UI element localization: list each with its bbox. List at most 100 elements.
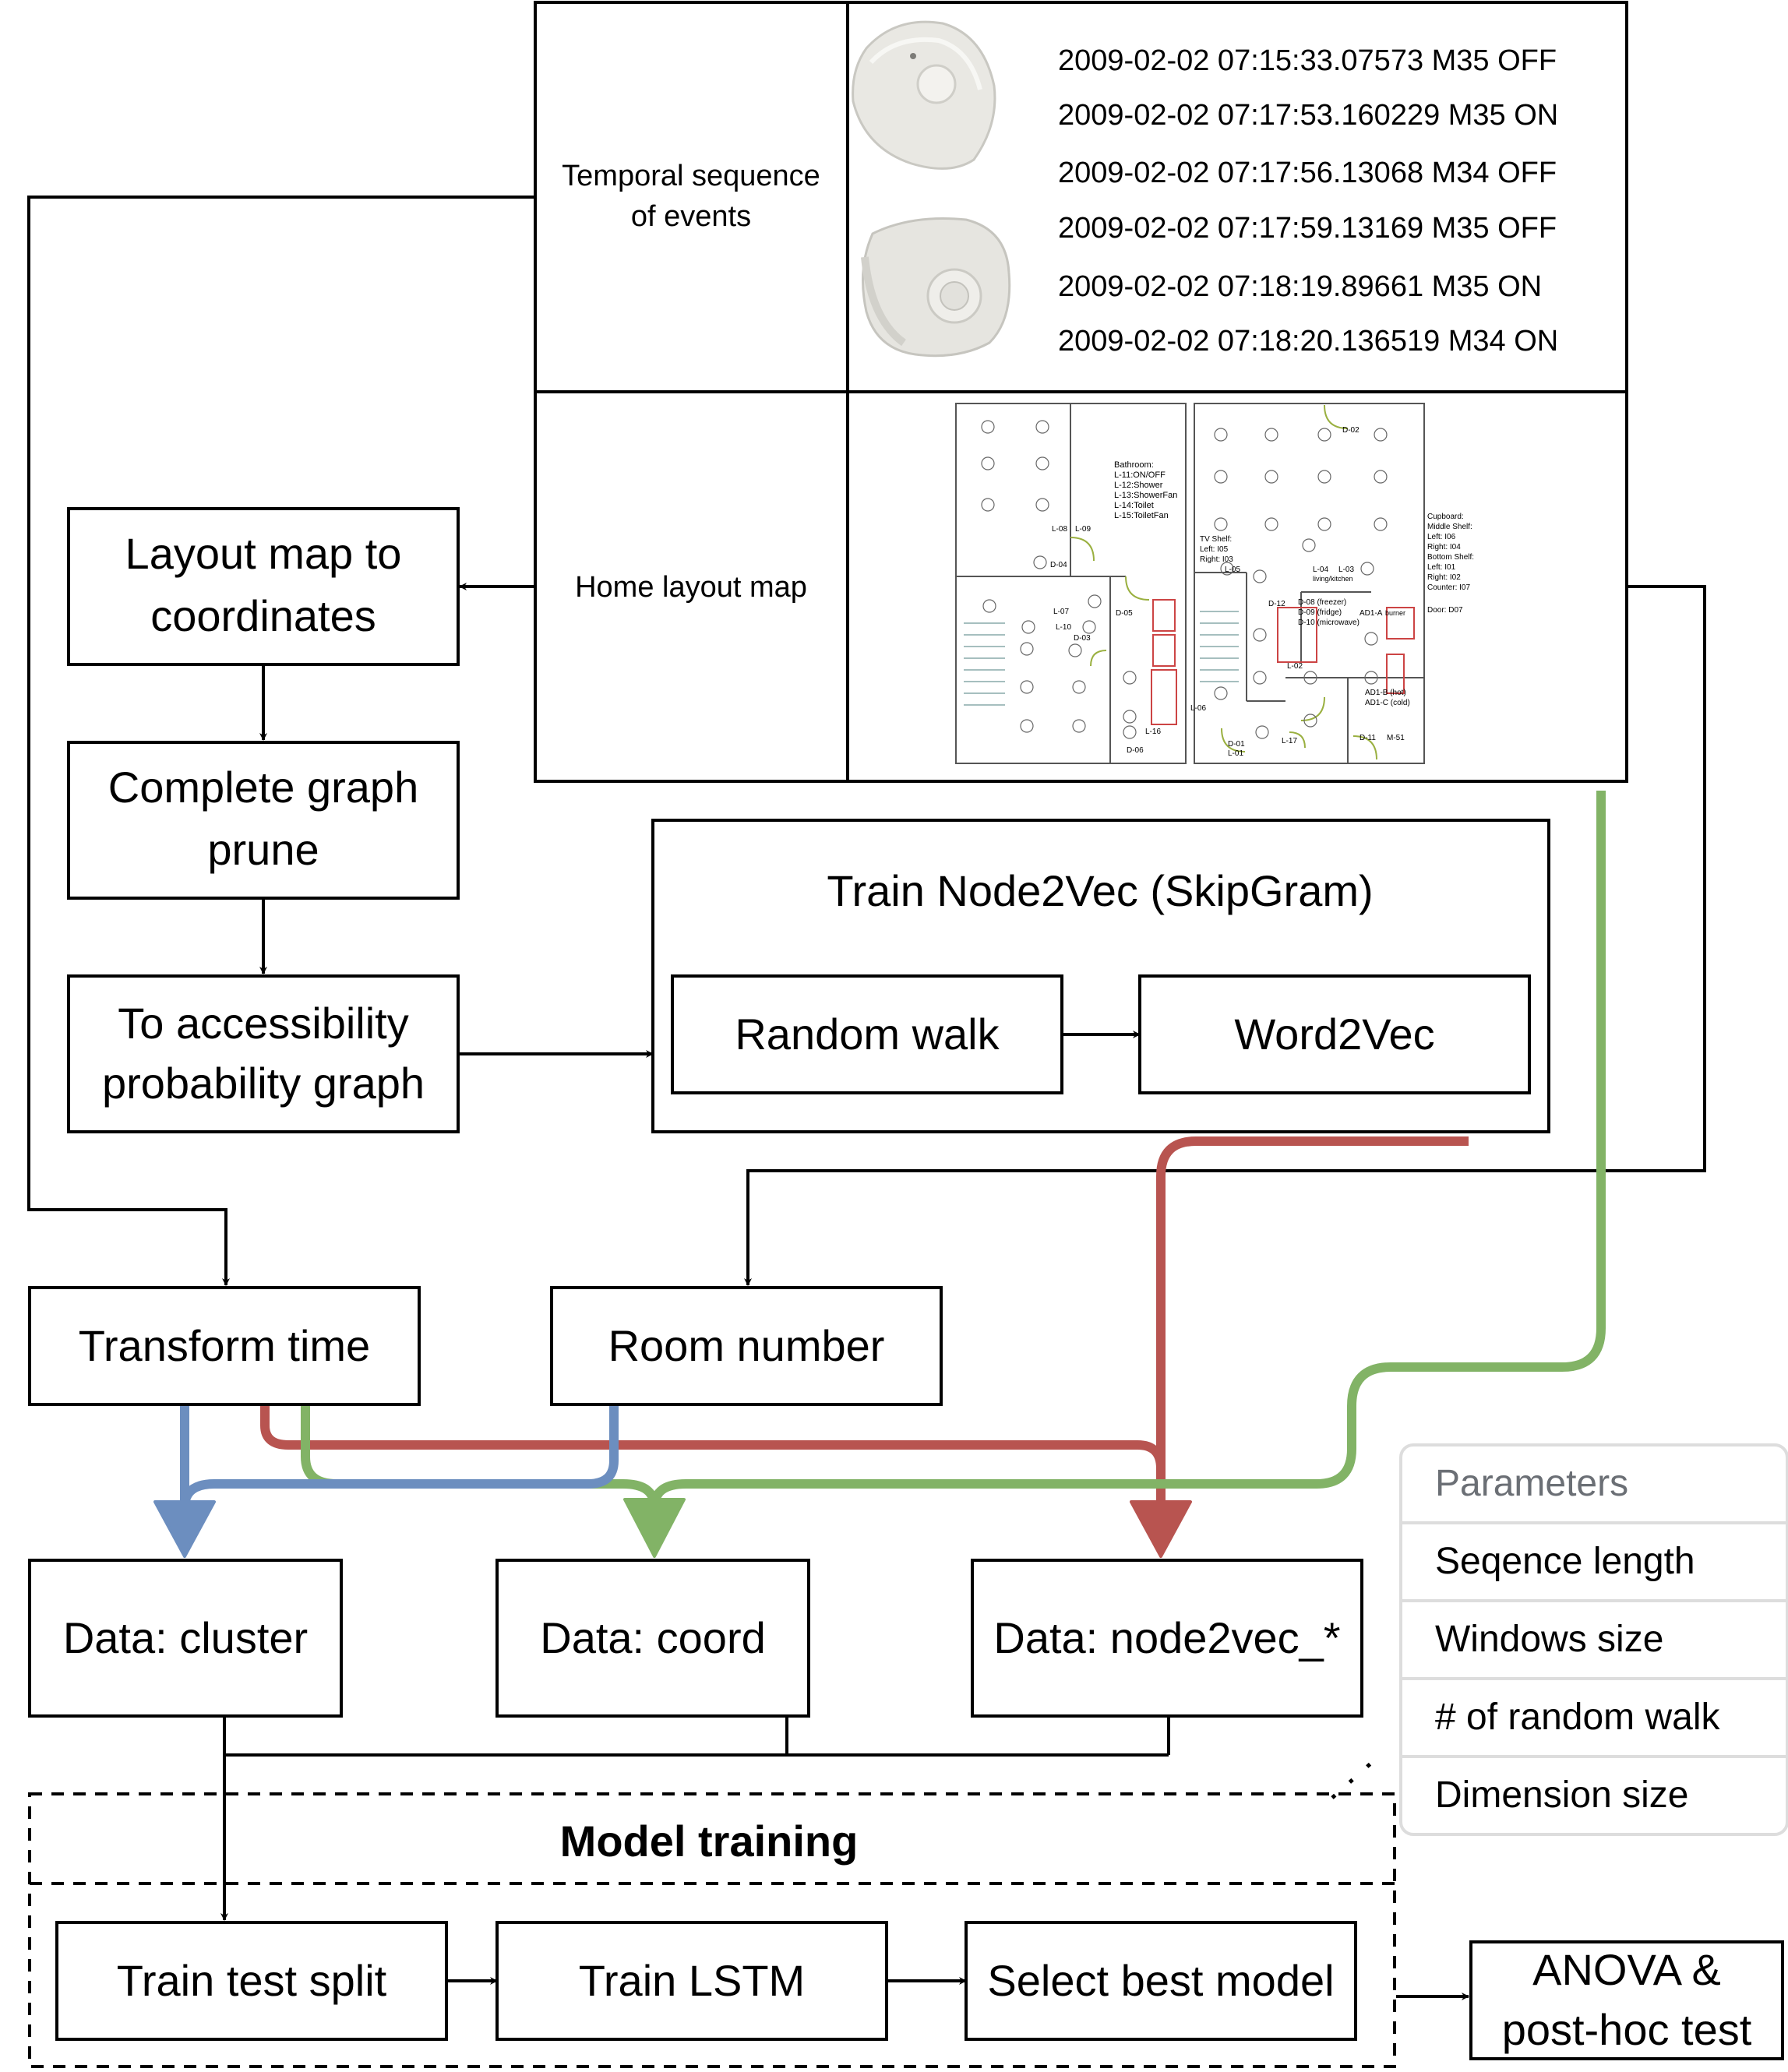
svg-text:AD1-A: AD1-A (1360, 609, 1383, 618)
svg-text:L-01: L-01 (1228, 749, 1243, 758)
svg-text:coordinates: coordinates (150, 591, 376, 640)
svg-text:D-06: D-06 (1127, 746, 1144, 755)
svg-text:L-03: L-03 (1338, 566, 1354, 574)
parameters-title: Parameters (1435, 1463, 1628, 1504)
svg-text:Left: I01: Left: I01 (1427, 563, 1456, 572)
svg-text:L-14:Toilet: L-14:Toilet (1114, 501, 1154, 510)
event-line-5: 2009-02-02 07:18:19.89661 M35 ON (1058, 270, 1542, 303)
svg-text:L-06: L-06 (1190, 704, 1206, 713)
accessibility-graph-box: To accessibility probability graph (67, 974, 460, 1133)
svg-text:D-05: D-05 (1116, 609, 1133, 618)
svg-text:D-10 (microwave): D-10 (microwave) (1298, 618, 1360, 627)
svg-text:D-04: D-04 (1050, 561, 1067, 569)
svg-text:probability graph: probability graph (102, 1059, 425, 1108)
svg-text:L-04: L-04 (1313, 566, 1328, 574)
svg-text:Data: cluster: Data: cluster (63, 1613, 308, 1662)
svg-text:D-08 (freezer): D-08 (freezer) (1298, 598, 1346, 607)
svg-text:Room number: Room number (608, 1321, 885, 1370)
svg-text:D-12: D-12 (1268, 600, 1285, 608)
svg-text:L-13:ShowerFan: L-13:ShowerFan (1114, 491, 1177, 500)
black-connectors (27, 196, 1706, 2000)
parameter-item: Seqence length (1435, 1541, 1695, 1582)
motion-sensor-image-2 (861, 217, 1011, 358)
motion-sensor-image-1 (852, 20, 996, 170)
svg-text:Train test split: Train test split (117, 1956, 387, 2005)
svg-text:Right: I02: Right: I02 (1427, 573, 1461, 582)
svg-text:L-17: L-17 (1282, 737, 1297, 745)
svg-text:Complete graph: Complete graph (108, 763, 418, 812)
temporal-sequence-label-2: of events (631, 200, 751, 233)
svg-text:Right: I03: Right: I03 (1200, 555, 1233, 564)
train-node2vec-container: Train Node2Vec (SkipGram) (651, 819, 1550, 1133)
svg-text:ANOVA &: ANOVA & (1532, 1945, 1721, 1994)
event-line-2: 2009-02-02 07:17:53.160229 M35 ON (1058, 99, 1558, 132)
svg-text:Data: node2vec_*: Data: node2vec_* (993, 1613, 1340, 1662)
model-training-container: Model training (28, 1792, 1396, 2068)
svg-text:L-02: L-02 (1287, 662, 1303, 671)
floor-plan-image (955, 403, 1425, 764)
train-node2vec-title: Train Node2Vec (SkipGram) (827, 866, 1373, 915)
select-best-model-box: Select best model (965, 1921, 1357, 2041)
home-layout-map-label: Home layout map (575, 571, 807, 604)
svg-text:L-12:Shower: L-12:Shower (1114, 481, 1163, 490)
svg-text:L-08: L-08 (1052, 525, 1067, 534)
parameter-item: # of random walk (1435, 1697, 1721, 1738)
svg-text:D-01: D-01 (1228, 740, 1245, 749)
svg-text:L-05: L-05 (1225, 566, 1240, 574)
svg-text:D-02: D-02 (1342, 426, 1360, 435)
svg-text:AD1-B (hot): AD1-B (hot) (1365, 689, 1406, 697)
parameter-item: Dimension size (1435, 1774, 1688, 1816)
svg-text:D-09 (fridge): D-09 (fridge) (1298, 608, 1342, 617)
svg-text:Middle Shelf:: Middle Shelf: (1427, 523, 1472, 531)
data-cluster-box: Data: cluster (28, 1559, 343, 1718)
word2vec-box: Word2Vec (1138, 974, 1531, 1094)
svg-text:To accessibility: To accessibility (118, 999, 408, 1048)
model-training-title: Model training (560, 1817, 859, 1866)
svg-text:Layout map to: Layout map to (125, 529, 402, 578)
layout-map-to-coordinates-box: Layout map to coordinates (67, 507, 460, 666)
svg-text:L-07: L-07 (1053, 608, 1069, 616)
svg-text:Random walk: Random walk (735, 1010, 1000, 1059)
svg-text:L-11:ON/OFF: L-11:ON/OFF (1114, 470, 1166, 480)
parameter-item: Windows size (1435, 1619, 1663, 1660)
svg-text:L-16: L-16 (1145, 728, 1161, 736)
svg-text:Cupboard:: Cupboard: (1427, 513, 1464, 521)
event-line-3: 2009-02-02 07:17:56.13068 M34 OFF (1058, 157, 1557, 189)
svg-text:D-03: D-03 (1074, 634, 1091, 643)
event-table: Temporal sequence of events Home layout … (534, 1, 1628, 783)
svg-text:Bottom Shelf:: Bottom Shelf: (1427, 553, 1474, 562)
svg-text:D-11: D-11 (1360, 734, 1376, 742)
svg-text:post-hoc test: post-hoc test (1502, 2005, 1752, 2054)
train-lstm-box: Train LSTM (495, 1921, 888, 2041)
svg-text:AD1-C (cold): AD1-C (cold) (1365, 699, 1410, 707)
transform-time-box: Transform time (28, 1286, 421, 1406)
temporal-sequence-label-1: Temporal sequence (562, 160, 820, 192)
red-flow (260, 1136, 1469, 1558)
anova-box: ANOVA & post-hoc test (1469, 1940, 1784, 2060)
parameters-panel: Parameters Seqence length Windows size #… (1399, 1443, 1788, 1836)
svg-text:Counter: I07: Counter: I07 (1427, 583, 1470, 592)
blue-flow (153, 1404, 619, 1558)
svg-text:prune: prune (207, 825, 319, 874)
svg-text:L-10: L-10 (1056, 623, 1071, 632)
data-coord-box: Data: coord (495, 1559, 810, 1718)
svg-text:Select best model: Select best model (987, 1956, 1334, 2005)
room-number-box: Room number (550, 1286, 943, 1406)
svg-text:Left: I05: Left: I05 (1200, 545, 1229, 554)
svg-text:Right: I04: Right: I04 (1427, 543, 1461, 551)
train-test-split-box: Train test split (55, 1921, 448, 2041)
parameters-link (1331, 1751, 1384, 1799)
svg-text:TV Shelf:: TV Shelf: (1200, 535, 1232, 544)
svg-text:Data: coord: Data: coord (540, 1613, 766, 1662)
svg-text:living/kitchen: living/kitchen (1313, 575, 1353, 583)
event-line-4: 2009-02-02 07:17:59.13169 M35 OFF (1058, 212, 1557, 245)
svg-text:Transform time: Transform time (79, 1321, 370, 1370)
svg-text:L-15:ToiletFan: L-15:ToiletFan (1114, 511, 1169, 520)
data-node2vec-box: Data: node2vec_* (971, 1559, 1363, 1718)
svg-text:Train LSTM: Train LSTM (579, 1956, 805, 2005)
random-walk-box: Random walk (671, 974, 1063, 1094)
svg-text:Bathroom:: Bathroom: (1114, 460, 1154, 470)
svg-text:M-51: M-51 (1387, 734, 1405, 742)
svg-text:burner: burner (1385, 609, 1405, 617)
